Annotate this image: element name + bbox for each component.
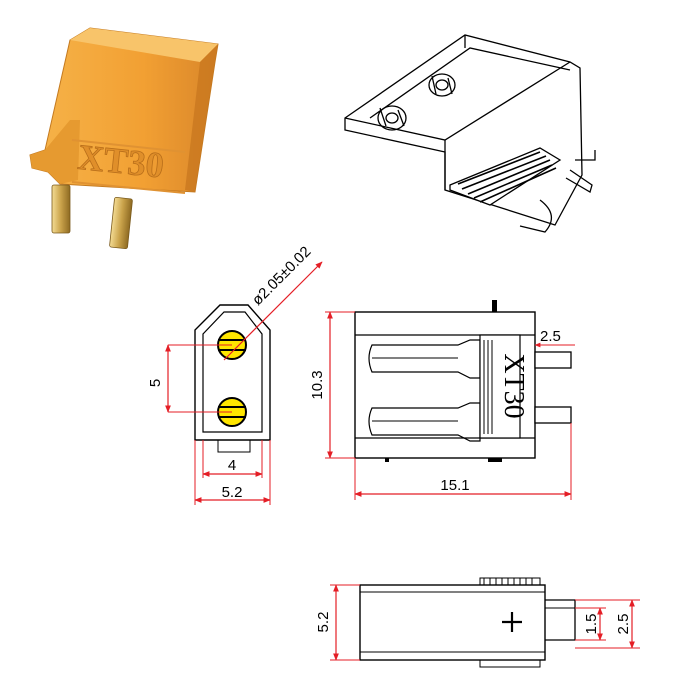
dim-pin-width: 2.5: [615, 614, 632, 635]
dim-face-outer-width: 5.2: [222, 484, 243, 501]
dim-body-length: 15.1: [440, 477, 469, 494]
dim-hole-diameter: ø2.05±0.02: [249, 243, 315, 309]
dim-pin-pitch: 5: [147, 379, 164, 387]
side-view: 5.2 1.5 2.5: [315, 577, 640, 668]
isometric-drawing: [344, 34, 596, 233]
connector-photo: XT30: [29, 27, 219, 250]
side-label: XT30: [498, 353, 529, 418]
dim-side-height: 5.2: [315, 612, 332, 633]
photo-pin-right: [109, 196, 133, 250]
top-view: XT30 10.3 2.5 15.1: [309, 300, 575, 500]
front-face-view: ø2.05±0.02 5 4 5.2: [147, 243, 323, 505]
dim-face-inner-width: 4: [228, 457, 236, 474]
dim-body-height: 10.3: [309, 370, 326, 399]
dim-pin-offset: 2.5: [540, 328, 561, 345]
photo-pin-left: [51, 184, 71, 234]
dim-pin-thickness: 1.5: [583, 614, 600, 635]
